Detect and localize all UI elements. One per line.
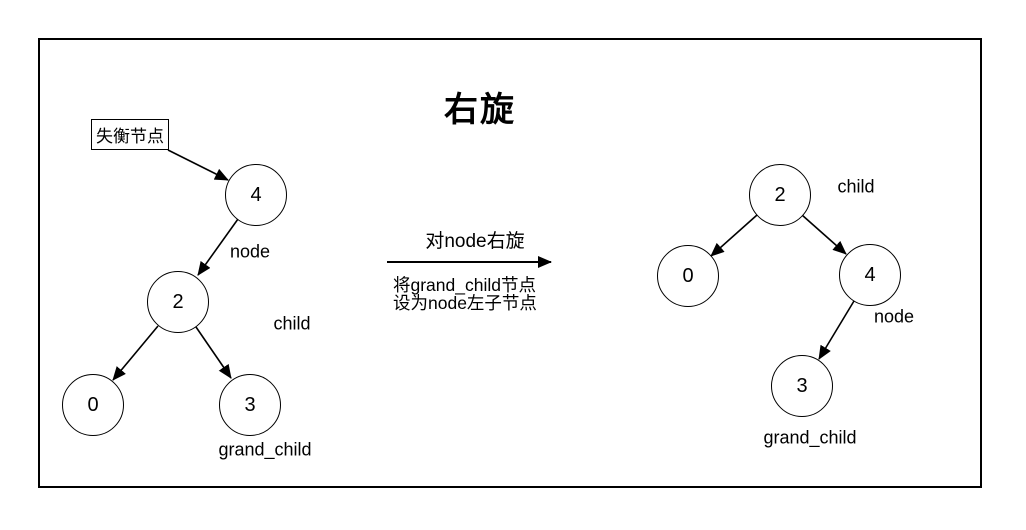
left-label-node: node [229, 241, 271, 262]
left-label-grand-child: grand_child [218, 439, 312, 460]
right-tree-node-4: 4 [839, 244, 901, 306]
transition-caption-top: 对node右旋 [425, 231, 525, 252]
right-label-grand-child: grand_child [763, 427, 857, 448]
left-tree-node-4: 4 [225, 164, 287, 226]
right-tree-node-2: 2 [749, 164, 811, 226]
edge-right-2-to-4 [801, 214, 847, 255]
edge-callout-to-node4 [167, 149, 229, 181]
transition-caption-line1: 将grand_child节点 [393, 275, 536, 295]
left-tree-node-0: 0 [62, 374, 124, 436]
edge-left-4-to-2 [197, 218, 239, 276]
edge-left-2-to-3 [195, 326, 232, 379]
diagram-title: 右旋 [444, 91, 516, 129]
right-label-node: node [873, 306, 915, 327]
unbalanced-node-callout: 失衡节点 [91, 119, 169, 150]
left-label-child: child [273, 313, 311, 334]
diagram-border [38, 38, 982, 488]
transition-caption-line2: 设为node左子节点 [393, 293, 537, 313]
right-tree-node-0: 0 [657, 245, 719, 307]
right-tree-node-3: 3 [771, 355, 833, 417]
transition-caption-bottom: 将grand_child节点 设为node左子节点 [393, 276, 537, 312]
right-label-child: child [837, 176, 875, 197]
left-tree-node-3: 3 [219, 374, 281, 436]
edge-right-2-to-0 [710, 214, 758, 257]
left-tree-node-2: 2 [147, 271, 209, 333]
edge-right-4-to-3 [818, 300, 855, 360]
edge-left-2-to-0 [112, 325, 159, 381]
